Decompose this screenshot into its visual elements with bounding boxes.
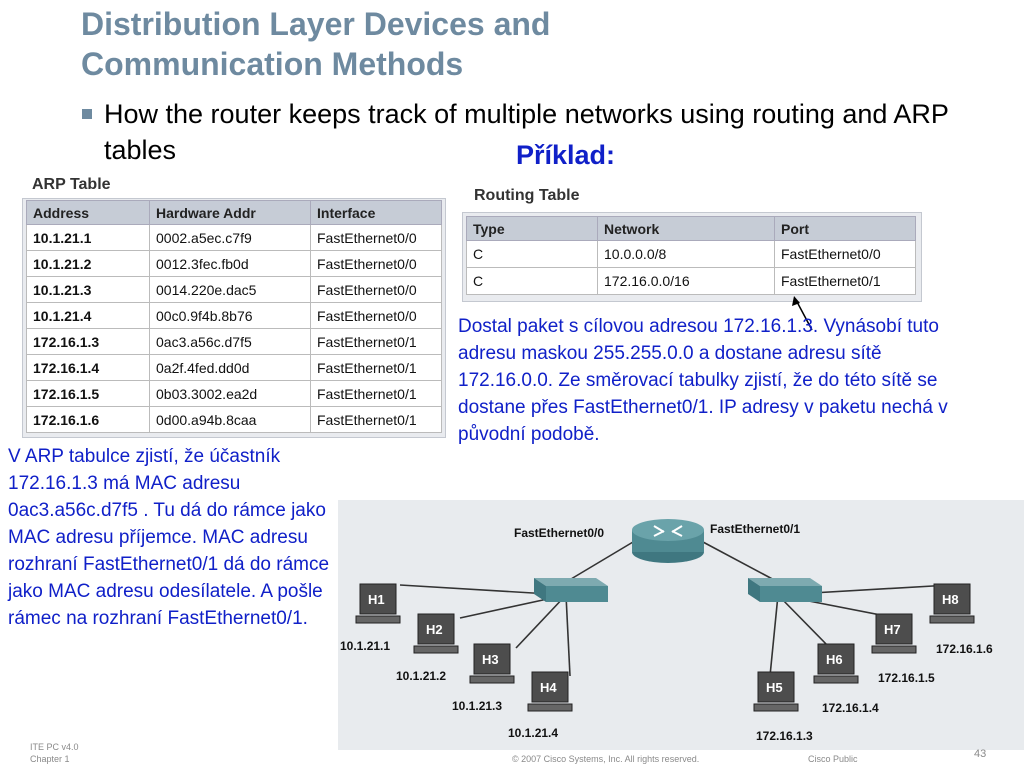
arp-explanation: V ARP tabulce zjistí, že účastník 172.16… xyxy=(8,446,330,629)
arp-hardware: 0d00.a94b.8caa xyxy=(149,406,311,433)
host-h2-ip: 10.1.21.2 xyxy=(396,669,446,683)
host-h5-ip: 172.16.1.3 xyxy=(756,729,813,743)
routing-table-header-row: Type Network Port xyxy=(466,216,916,241)
network-diagram-graphic: FastEthernet0/0 FastEthernet0/1 H1 H2 H3… xyxy=(340,519,993,743)
footer-copyright: © 2007 Cisco Systems, Inc. All rights re… xyxy=(512,754,700,764)
arp-address: 172.16.1.5 xyxy=(26,380,150,407)
host-h6-icon xyxy=(813,643,859,684)
arp-address: 172.16.1.4 xyxy=(26,354,150,381)
example-label: Příklad: xyxy=(516,140,616,170)
arp-interface: FastEthernet0/0 xyxy=(310,302,442,329)
arp-col-hardware: Hardware Addr xyxy=(149,200,311,225)
arp-interface: FastEthernet0/1 xyxy=(310,354,442,381)
network-diagram: FastEthernet0/0 FastEthernet0/1 H1 H2 H3… xyxy=(338,500,1024,750)
arp-address: 10.1.21.4 xyxy=(26,302,150,329)
arp-interface: FastEthernet0/1 xyxy=(310,406,442,433)
host-h4-label: H4 xyxy=(540,680,557,695)
host-h5-icon xyxy=(753,671,799,712)
host-h7-ip: 172.16.1.5 xyxy=(878,671,935,685)
rt-port: FastEthernet0/0 xyxy=(774,240,916,268)
pointer-arrow-icon xyxy=(792,296,813,331)
arp-address: 172.16.1.6 xyxy=(26,406,150,433)
arp-hardware: 0012.3fec.fb0d xyxy=(149,250,311,277)
arp-address: 10.1.21.3 xyxy=(26,276,150,303)
rt-col-type: Type xyxy=(466,216,598,241)
title-line-1: Distribution Layer Devices and xyxy=(81,6,551,42)
routing-table-title: Routing Table xyxy=(474,187,580,204)
arp-address: 172.16.1.3 xyxy=(26,328,150,355)
arp-hardware: 0b03.3002.ea2d xyxy=(149,380,311,407)
slide-title: Distribution Layer Devices and Communica… xyxy=(81,4,781,84)
arp-interface: FastEthernet0/0 xyxy=(310,250,442,277)
arp-interface: FastEthernet0/0 xyxy=(310,224,442,251)
host-h7-icon xyxy=(871,613,917,654)
host-h8-label: H8 xyxy=(942,592,959,607)
arp-interface: FastEthernet0/1 xyxy=(310,328,442,355)
host-h2-icon xyxy=(413,613,459,654)
host-h8-icon xyxy=(929,583,975,624)
rt-port: FastEthernet0/1 xyxy=(774,267,916,295)
arp-hardware: 0014.220e.dac5 xyxy=(149,276,311,303)
host-h4-icon xyxy=(527,671,573,712)
arp-interface: FastEthernet0/1 xyxy=(310,380,442,407)
arp-interface: FastEthernet0/0 xyxy=(310,276,442,303)
footer-classification: Cisco Public xyxy=(808,754,858,764)
host-h5-label: H5 xyxy=(766,680,783,695)
switch-right-icon xyxy=(748,578,822,602)
host-h6-ip: 172.16.1.4 xyxy=(822,701,879,715)
rt-type: C xyxy=(466,267,598,295)
arp-hardware: 0ac3.a56c.d7f5 xyxy=(149,328,311,355)
rt-col-port: Port xyxy=(774,216,916,241)
arp-hardware: 0002.a5ec.c7f9 xyxy=(149,224,311,251)
host-h8-ip: 172.16.1.6 xyxy=(936,642,993,656)
bullet-item: How the router keeps track of multiple n… xyxy=(80,96,960,168)
host-h2-label: H2 xyxy=(426,622,443,637)
footer-chapter: Chapter 1 xyxy=(30,754,70,764)
arp-hardware: 0a2f.4fed.dd0d xyxy=(149,354,311,381)
rt-network: 10.0.0.0/8 xyxy=(597,240,775,268)
rt-network: 172.16.0.0/16 xyxy=(597,267,775,295)
host-h3-icon xyxy=(469,643,515,684)
host-h7-label: H7 xyxy=(884,622,901,637)
bullet-square-icon xyxy=(82,109,92,119)
footer-course: ITE PC v4.0 xyxy=(30,742,79,752)
host-h3-ip: 10.1.21.3 xyxy=(452,699,502,713)
host-h1-icon xyxy=(355,583,401,624)
arp-col-interface: Interface xyxy=(310,200,442,225)
bullet-text: How the router keeps track of multiple n… xyxy=(104,99,949,165)
host-h1-ip: 10.1.21.1 xyxy=(340,639,390,653)
host-h1-label: H1 xyxy=(368,592,385,607)
arp-table: Address Hardware Addr Interface 10.1.21.… xyxy=(26,200,442,433)
arp-table-header-row: Address Hardware Addr Interface xyxy=(26,200,442,225)
arp-table-title: ARP Table xyxy=(32,176,111,193)
host-h3-label: H3 xyxy=(482,652,499,667)
switch-left-icon xyxy=(534,578,608,602)
arp-col-address: Address xyxy=(26,200,150,225)
page-number: 43 xyxy=(974,748,987,760)
routing-explanation: Dostal paket s cílovou adresou 172.16.1.… xyxy=(458,316,948,445)
host-h6-label: H6 xyxy=(826,652,843,667)
router-interface-left-label: FastEthernet0/0 xyxy=(514,526,604,540)
rt-type: C xyxy=(466,240,598,268)
router-icon xyxy=(632,519,704,563)
arp-address: 10.1.21.2 xyxy=(26,250,150,277)
router-interface-right-label: FastEthernet0/1 xyxy=(710,522,800,536)
rt-col-network: Network xyxy=(597,216,775,241)
title-line-2: Communication Methods xyxy=(81,46,464,82)
arp-hardware: 00c0.9f4b.8b76 xyxy=(149,302,311,329)
arp-address: 10.1.21.1 xyxy=(26,224,150,251)
host-h4-ip: 10.1.21.4 xyxy=(508,726,558,740)
